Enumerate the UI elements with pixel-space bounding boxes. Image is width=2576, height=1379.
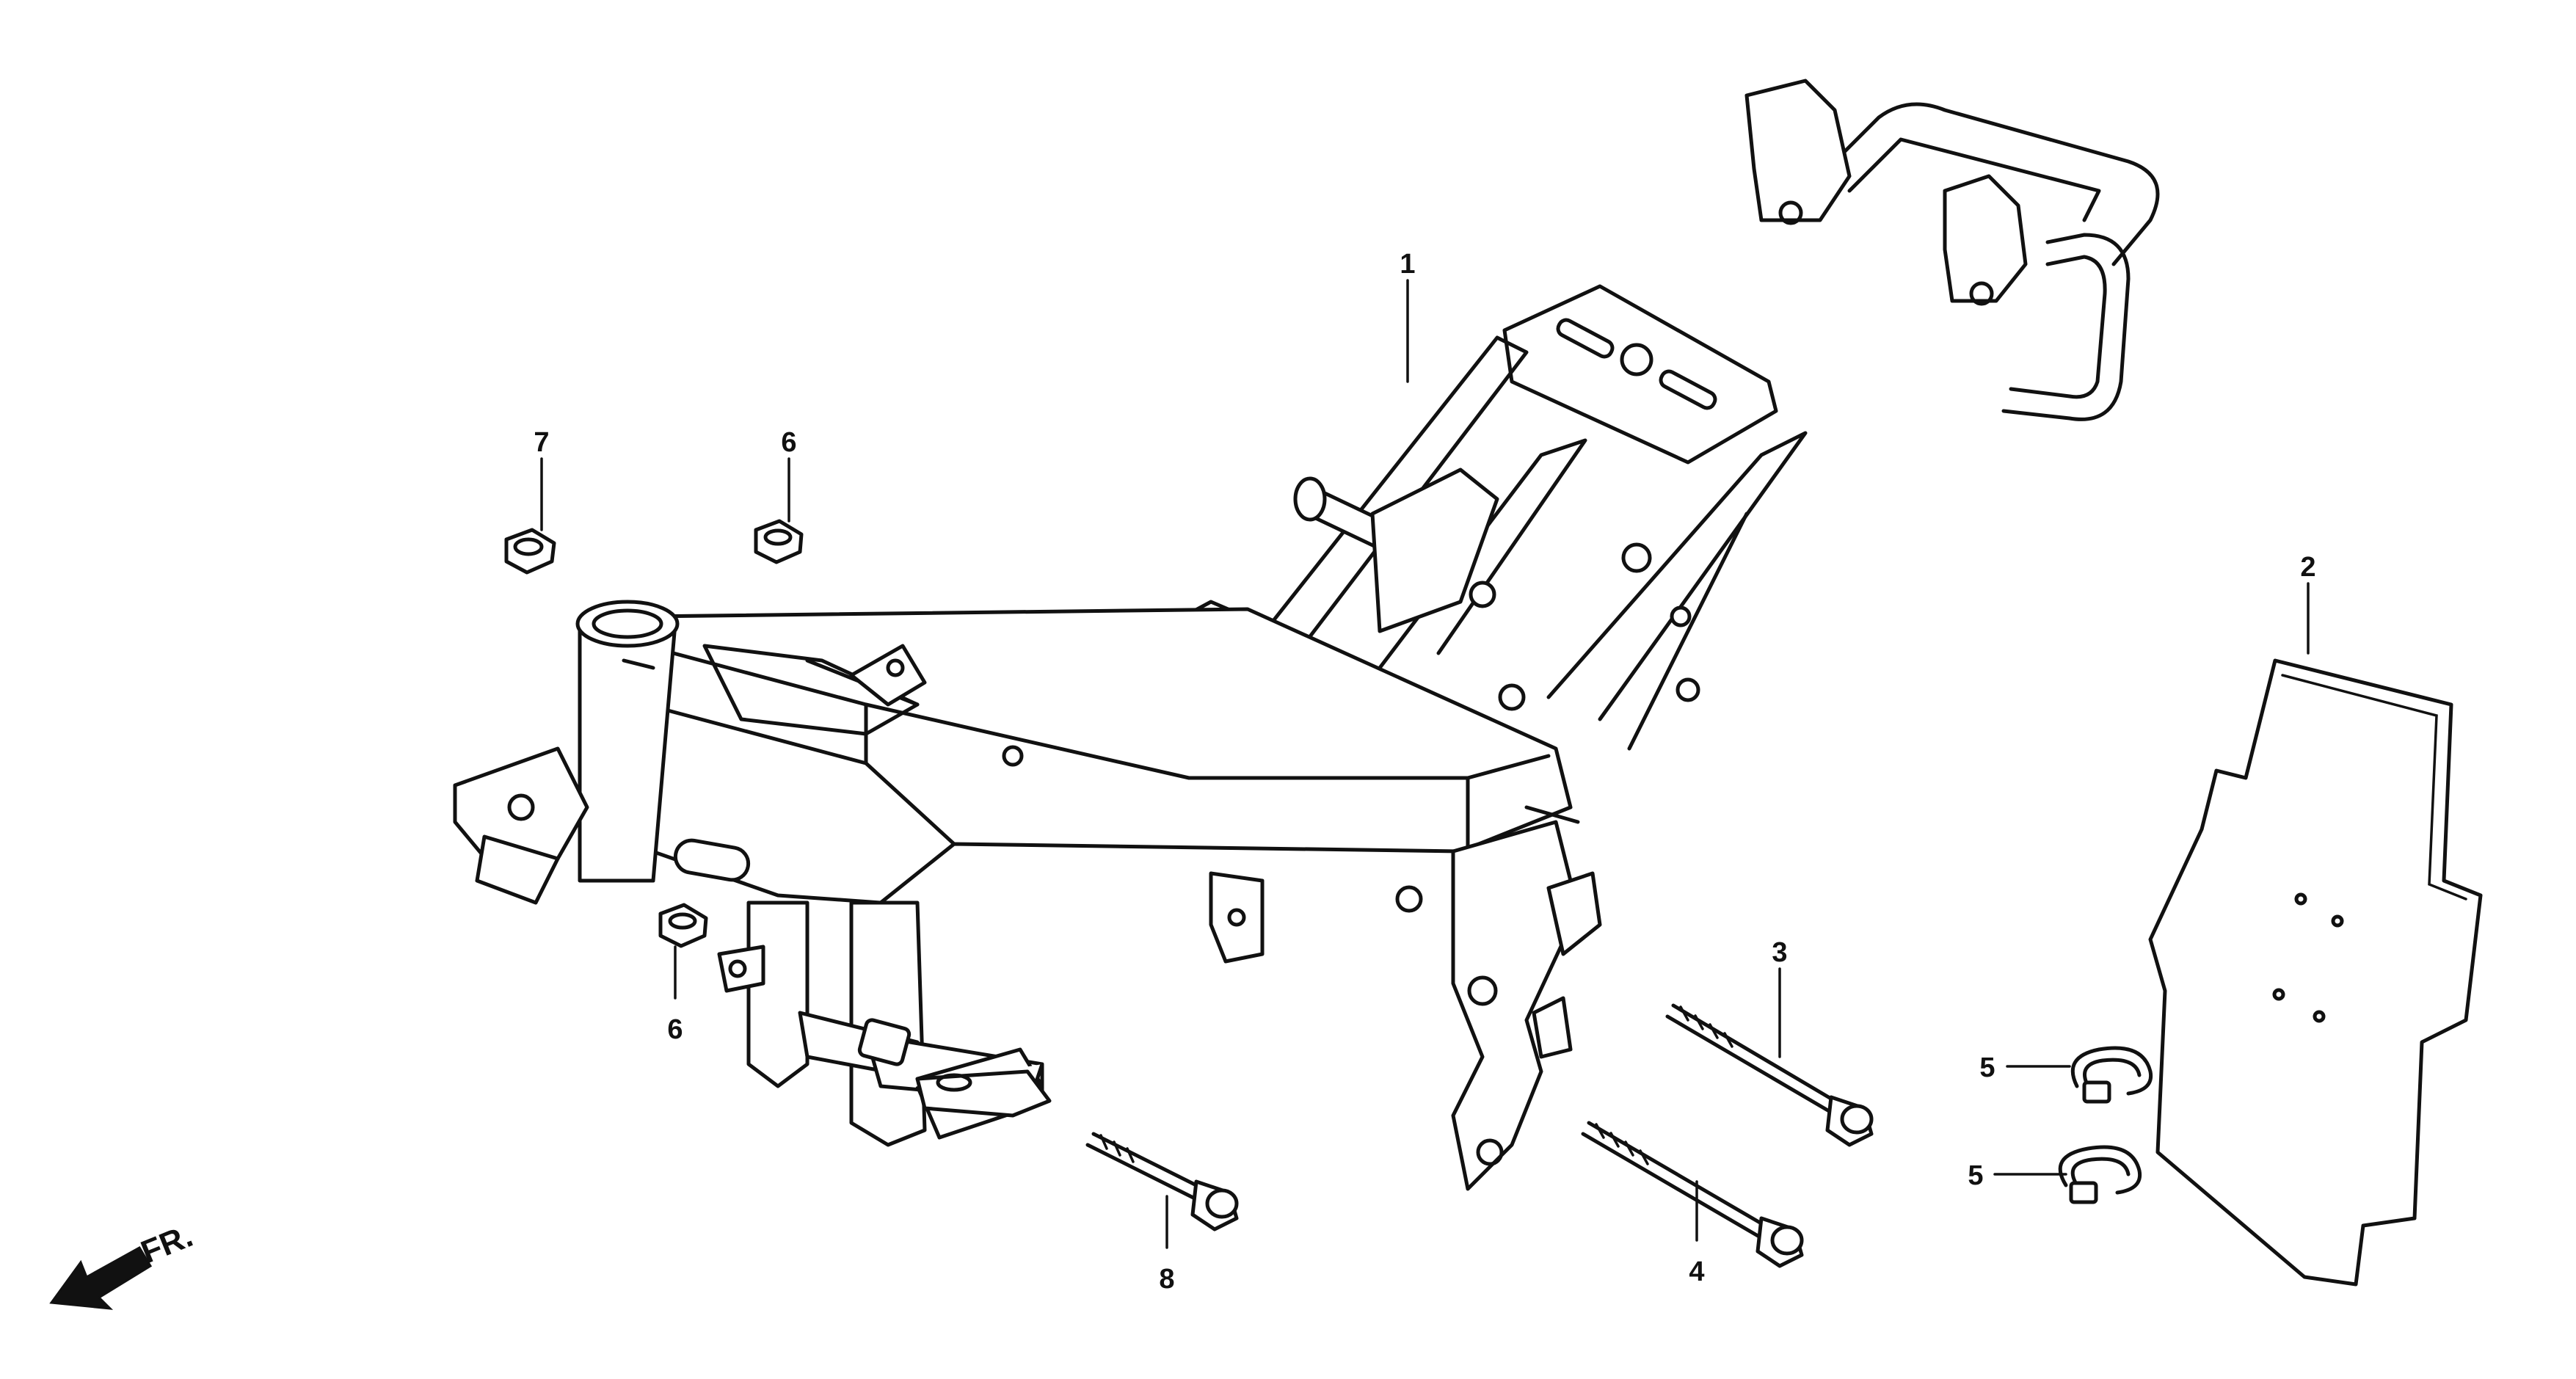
direction-indicator: FR.: [49, 1218, 197, 1310]
callout-labels: 1 2 3 4 5 5 6 6 7 8: [534, 249, 2315, 1295]
callout-6-nut: 6: [667, 1014, 683, 1045]
nut-6-upper: [754, 519, 804, 564]
callout-1-frame: 1: [1400, 249, 1415, 280]
frame-body: [453, 79, 2160, 1191]
arrow-front-icon: [49, 1245, 153, 1310]
callout-5-clip: 5: [1968, 1160, 1983, 1191]
callout-2-plate: 2: [2300, 552, 2315, 583]
plate: [2148, 658, 2483, 1287]
nut-6-lower: [658, 903, 708, 948]
long-bolt-4: [1581, 1121, 1804, 1268]
long-bolt-3: [1665, 1003, 1874, 1147]
callout-5-clip: 5: [1979, 1052, 1995, 1083]
leader-lines: [540, 279, 2310, 1249]
clip-5-upper: [2070, 1046, 2153, 1104]
callout-4-long-bolt: 4: [1689, 1256, 1704, 1287]
callout-6-nut: 6: [781, 427, 796, 458]
callout-7-nut: 7: [534, 427, 549, 458]
callout-3-long-bolt: 3: [1772, 937, 1787, 968]
clip-5-lower: [2058, 1145, 2142, 1204]
nut-7: [504, 528, 556, 575]
callout-8-bolt: 8: [1159, 1264, 1174, 1295]
bolt-8: [1085, 1132, 1239, 1231]
